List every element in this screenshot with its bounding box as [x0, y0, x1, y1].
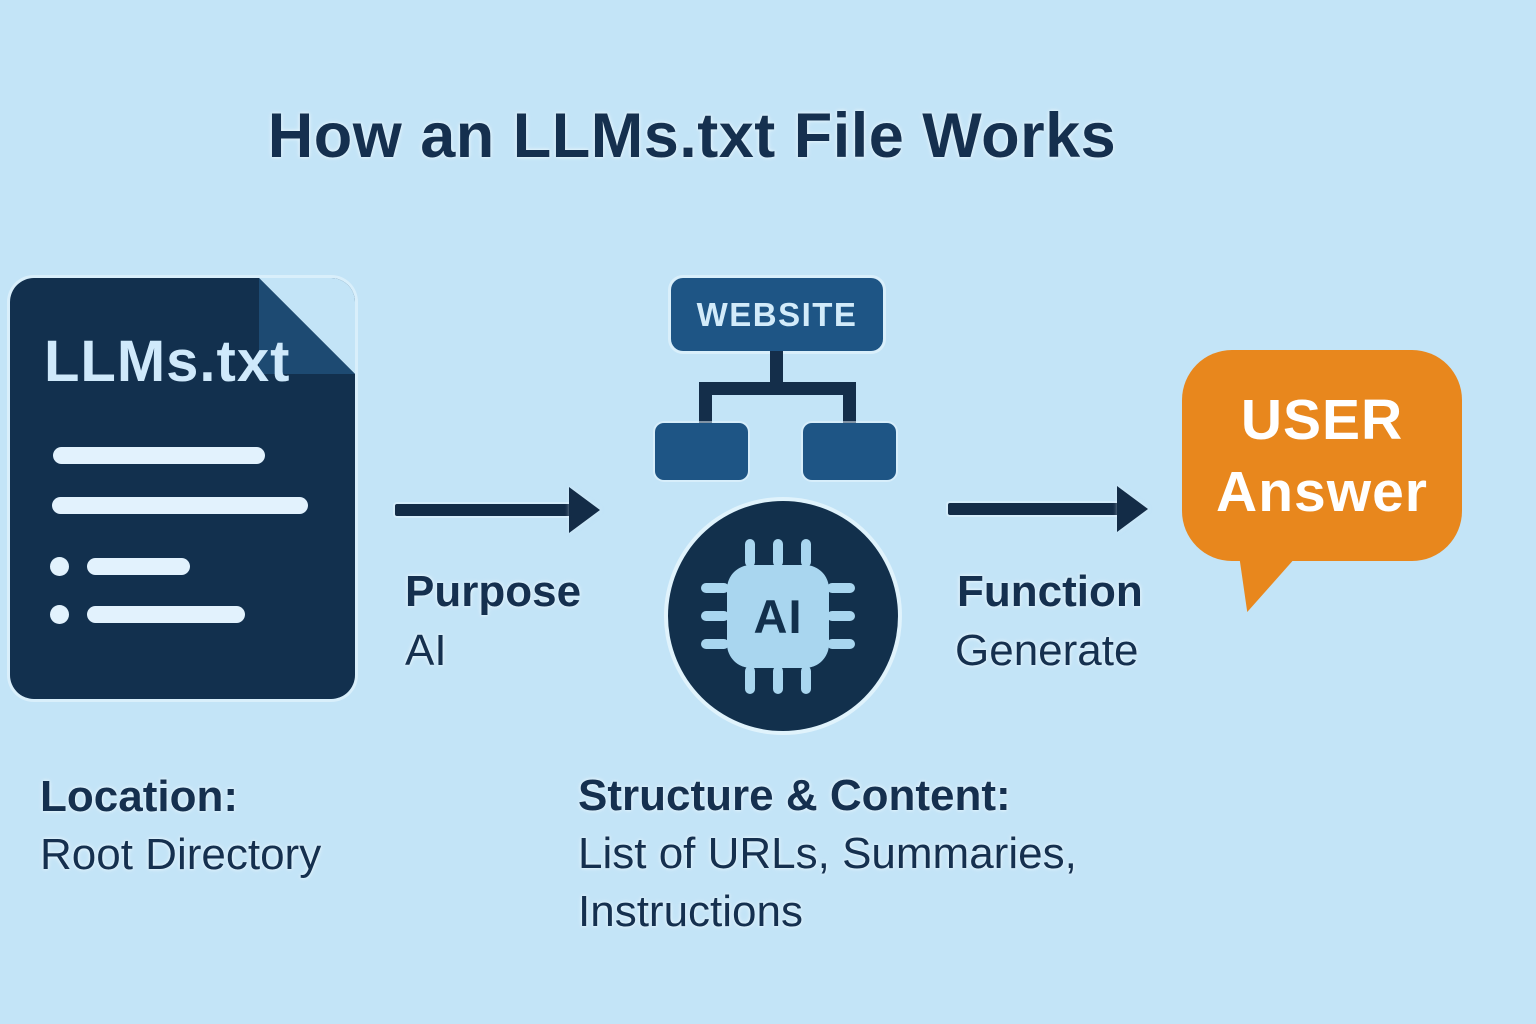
bullet-dot — [50, 605, 69, 624]
chip-pin — [745, 666, 755, 694]
chip-pin — [745, 539, 755, 567]
llms-txt-file-icon: LLMs.txt — [10, 278, 355, 699]
caption-structure: Structure & Content: List of URLs, Summa… — [578, 767, 1077, 941]
arrow2-value: Generate — [955, 626, 1139, 675]
ai-chip-label: AI — [753, 590, 803, 643]
chip-pin — [801, 539, 811, 567]
bullet-line-bar — [87, 558, 190, 575]
ai-chip-icon: AI — [727, 565, 829, 668]
arrow1-value: AI — [405, 626, 447, 675]
file-name-label: LLMs.txt — [44, 329, 291, 394]
caption-structure-body1: List of URLs, Summaries, — [578, 829, 1077, 878]
chip-pin — [801, 666, 811, 694]
ai-agent-icon: AI — [668, 501, 898, 731]
caption-location-body: Root Directory — [40, 830, 322, 879]
user-answer-line1: USER — [1240, 387, 1404, 452]
tree-connector-stem — [770, 351, 783, 387]
text-line-bar — [52, 497, 308, 514]
chip-pin — [827, 611, 855, 621]
caption-location: Location: Root Directory — [40, 768, 321, 884]
chip-pin — [701, 611, 729, 621]
arrow2-heading: Function — [957, 567, 1143, 616]
arrow-file-to-ai — [395, 504, 571, 516]
chip-pin — [773, 666, 783, 694]
chip-pin — [773, 539, 783, 567]
tree-connector-bar — [699, 382, 856, 395]
text-line-bar — [53, 447, 265, 464]
chip-pin — [827, 639, 855, 649]
website-subpage-left — [655, 423, 748, 480]
page-title: How an LLMs.txt File Works — [267, 101, 1117, 171]
arrow1-heading: Purpose — [405, 567, 582, 616]
website-label: WEBSITE — [696, 295, 858, 333]
arrow-file-to-ai-head — [569, 487, 600, 533]
chip-pin — [701, 639, 729, 649]
chip-pin — [701, 583, 729, 593]
tree-connector-right — [843, 390, 856, 430]
tree-connector-left — [699, 390, 712, 430]
website-subpage-right — [803, 423, 896, 480]
user-answer-line2: Answer — [1216, 459, 1428, 524]
arrow-ai-to-user — [948, 503, 1120, 515]
arrow-ai-to-user-head — [1117, 486, 1148, 532]
bullet-dot — [50, 557, 69, 576]
website-node: WEBSITE — [671, 278, 883, 351]
user-answer-bubble: USER Answer — [1182, 350, 1462, 561]
caption-structure-body2: Instructions — [578, 887, 803, 936]
caption-structure-heading: Structure & Content: — [578, 771, 1011, 820]
chip-pin — [827, 583, 855, 593]
bullet-line-bar — [87, 606, 245, 623]
caption-location-heading: Location: — [40, 772, 238, 821]
